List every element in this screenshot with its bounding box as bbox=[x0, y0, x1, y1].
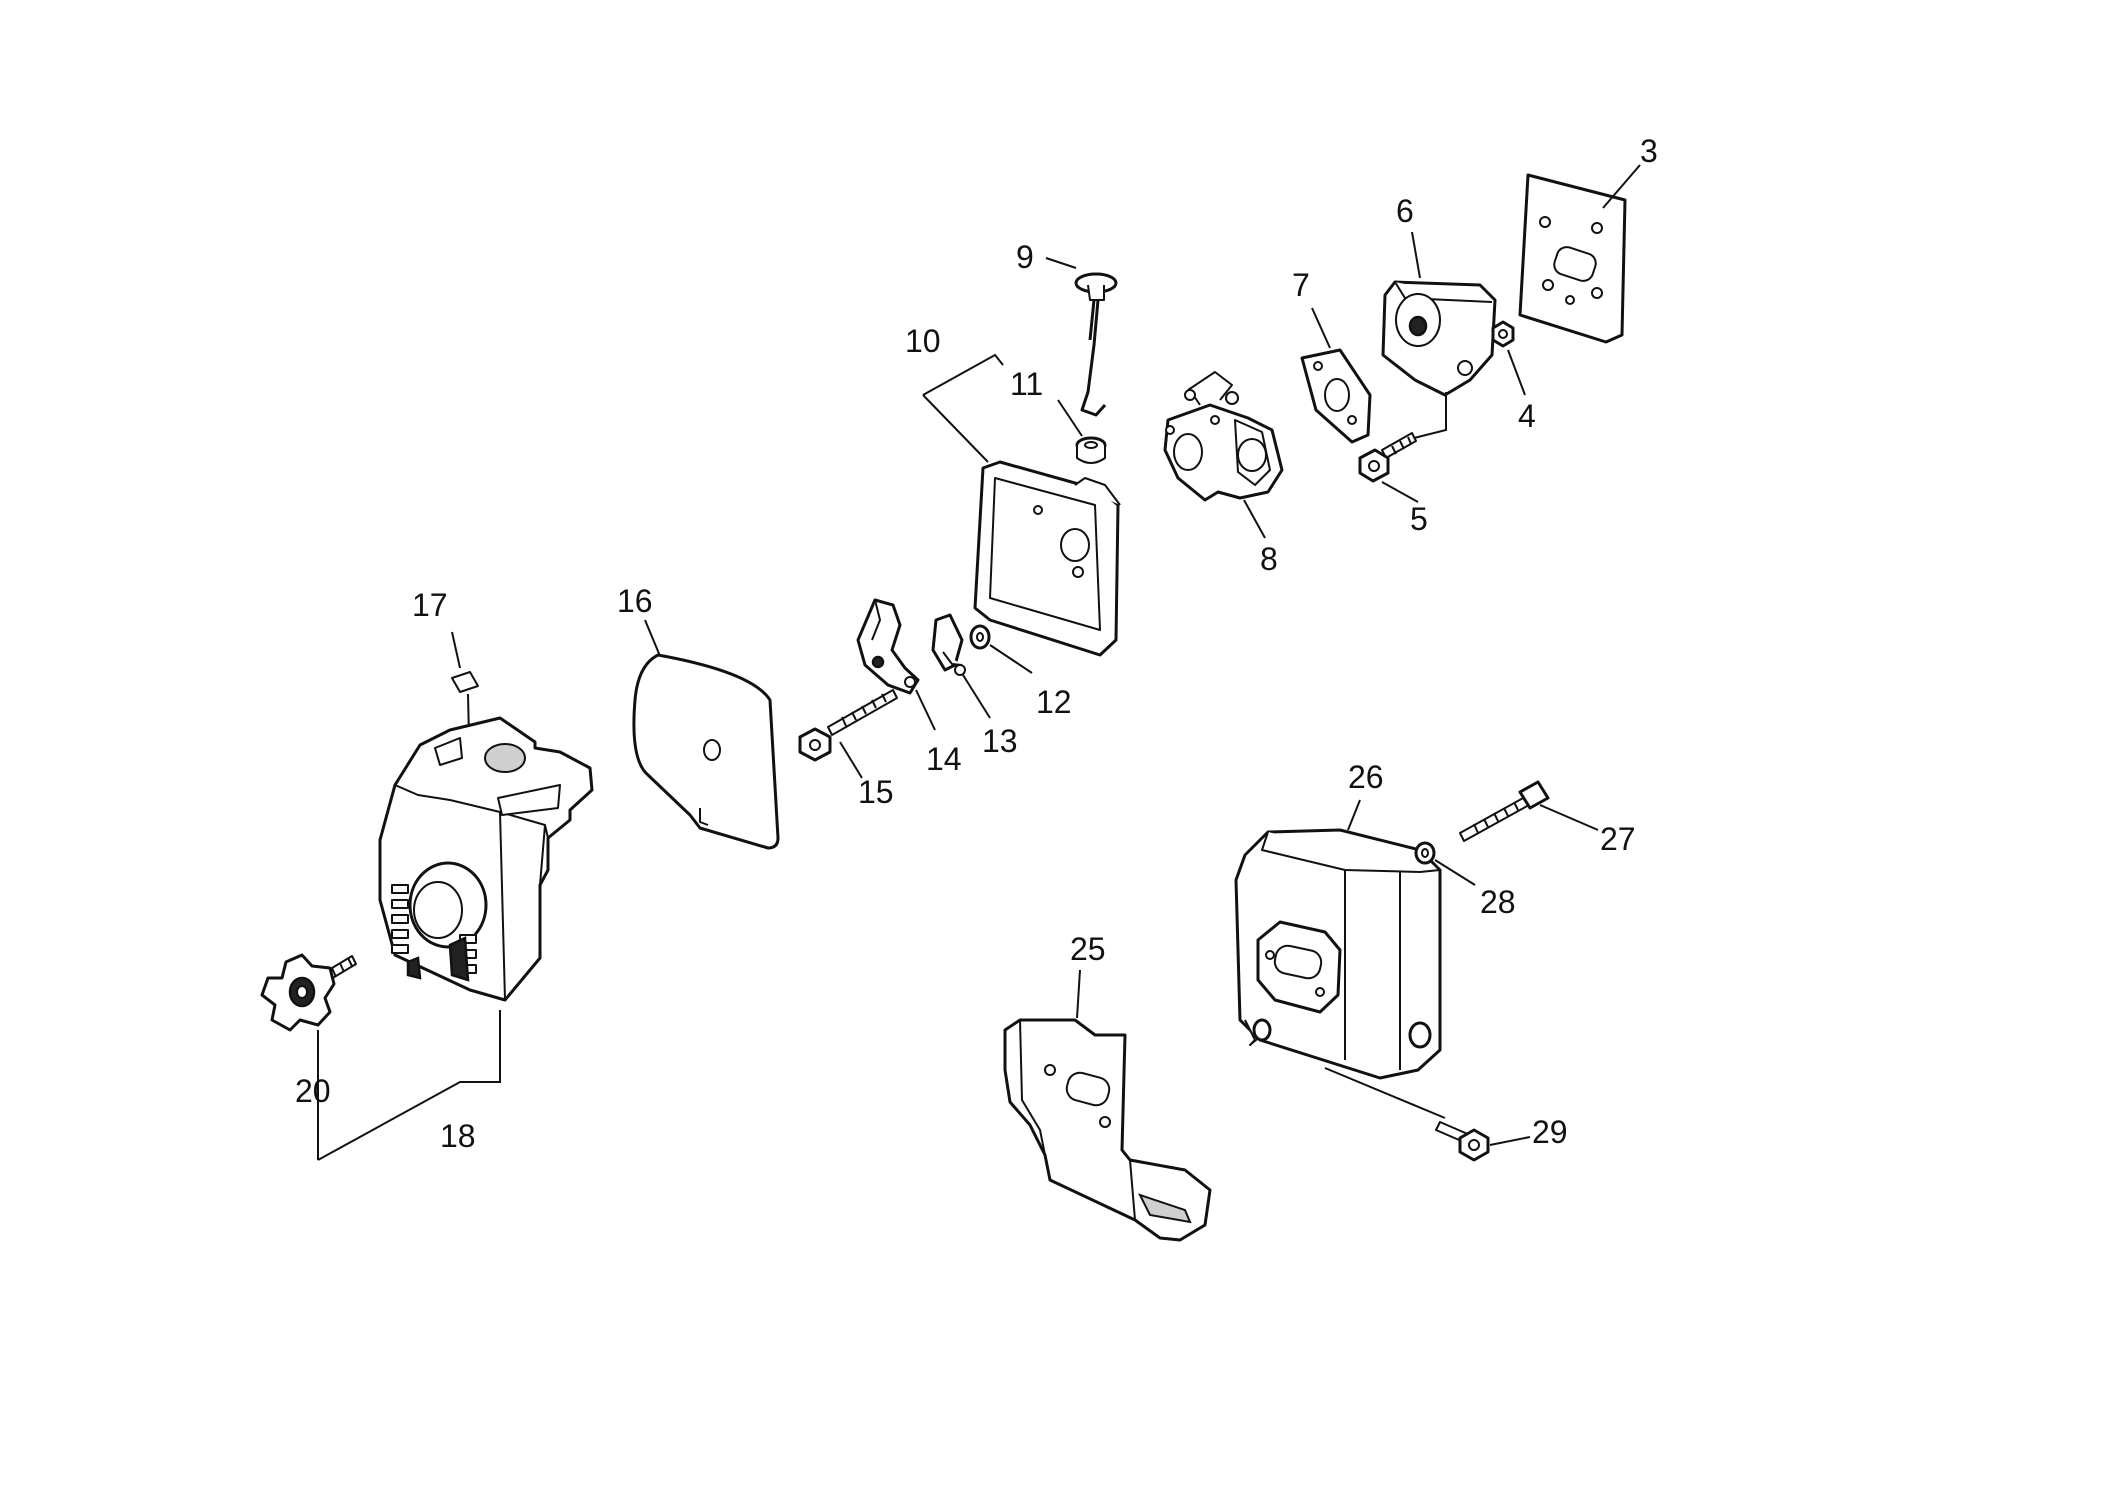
part-27-bolt[interactable] bbox=[1459, 780, 1550, 842]
label-13: 13 bbox=[982, 723, 1018, 759]
label-12: 12 bbox=[1036, 684, 1072, 720]
part-7-gasket[interactable] bbox=[1300, 348, 1372, 444]
label-16: 16 bbox=[617, 583, 653, 619]
part-12-washer[interactable] bbox=[969, 624, 991, 650]
part-18-air-cleaner-cover[interactable] bbox=[378, 716, 594, 1002]
part-3-gasket[interactable] bbox=[1518, 173, 1627, 344]
label-27: 27 bbox=[1600, 821, 1636, 857]
label-5: 5 bbox=[1410, 501, 1428, 537]
part-11-grommet[interactable] bbox=[1075, 436, 1107, 464]
part-10-air-cleaner-case[interactable] bbox=[973, 460, 1121, 657]
part-26-muffler[interactable] bbox=[1234, 828, 1442, 1080]
label-17: 17 bbox=[412, 587, 448, 623]
label-8: 8 bbox=[1260, 541, 1278, 577]
label-15: 15 bbox=[858, 774, 894, 810]
label-26: 26 bbox=[1348, 759, 1384, 795]
label-18: 18 bbox=[440, 1118, 476, 1154]
part-13-plate[interactable] bbox=[931, 613, 966, 676]
part-5-bolt[interactable] bbox=[1358, 432, 1417, 483]
part-28-washer[interactable] bbox=[1414, 841, 1436, 865]
label-29: 29 bbox=[1532, 1114, 1568, 1150]
part-20-knob[interactable] bbox=[260, 953, 357, 1032]
label-11: 11 bbox=[1010, 366, 1043, 402]
label-20: 20 bbox=[295, 1073, 331, 1109]
part-9-choke-rod[interactable] bbox=[1074, 272, 1118, 417]
label-10: 10 bbox=[905, 323, 941, 359]
label-7: 7 bbox=[1292, 267, 1310, 303]
part-25-muffler-plate[interactable] bbox=[1003, 1018, 1212, 1242]
label-4: 4 bbox=[1518, 398, 1536, 434]
part-8-carburetor[interactable] bbox=[1163, 371, 1284, 502]
label-3: 3 bbox=[1640, 133, 1658, 169]
part-29-bolt[interactable] bbox=[1435, 1121, 1490, 1162]
part-15-bolt[interactable] bbox=[798, 689, 898, 762]
part-17-decal[interactable] bbox=[451, 671, 479, 693]
part-4-nut[interactable] bbox=[1491, 320, 1515, 348]
part-16-air-filter[interactable] bbox=[632, 653, 780, 850]
label-28: 28 bbox=[1480, 884, 1516, 920]
part-6-insulator[interactable] bbox=[1381, 280, 1497, 397]
label-6: 6 bbox=[1396, 193, 1414, 229]
label-9: 9 bbox=[1016, 239, 1034, 275]
label-25: 25 bbox=[1070, 931, 1106, 967]
label-14: 14 bbox=[926, 741, 962, 777]
part-14-choke-bracket[interactable] bbox=[856, 598, 920, 695]
